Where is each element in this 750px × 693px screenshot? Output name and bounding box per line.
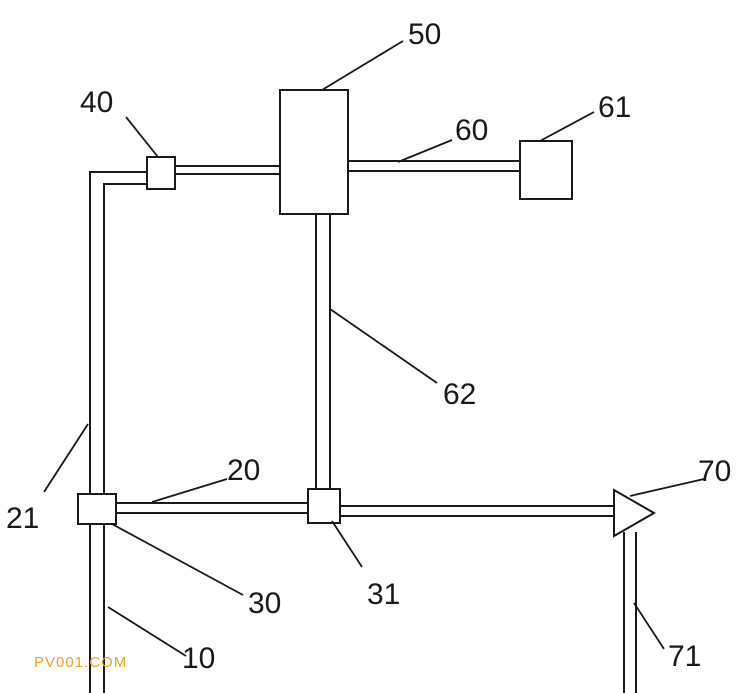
pipe-40-50	[175, 165, 280, 175]
label-21: 21	[6, 502, 39, 535]
pipe-62	[315, 214, 331, 489]
pipe-60	[348, 160, 520, 172]
label-62: 62	[443, 378, 476, 411]
leader-60	[397, 139, 453, 163]
label-30: 30	[248, 587, 281, 620]
component-50	[279, 89, 349, 215]
label-61: 61	[598, 91, 631, 124]
pipe-21	[89, 171, 147, 494]
leader-31	[331, 520, 363, 568]
pipe-71	[623, 532, 637, 693]
label-31: 31	[367, 578, 400, 611]
leader-40	[125, 116, 159, 158]
component-30	[77, 493, 117, 525]
leader-61	[539, 111, 595, 142]
leader-30	[111, 523, 244, 596]
pipe-31-70	[340, 505, 616, 517]
label-10: 10	[182, 642, 215, 675]
label-60: 60	[455, 114, 488, 147]
label-71: 71	[668, 640, 701, 673]
component-31	[307, 488, 341, 524]
leader-62	[329, 308, 438, 384]
leader-21	[43, 423, 89, 493]
pipe-10	[89, 524, 105, 693]
watermark: PV001.COM	[34, 654, 128, 671]
pipe-20	[116, 502, 308, 514]
component-61	[519, 140, 573, 200]
label-40: 40	[80, 86, 113, 119]
leader-50	[321, 40, 404, 91]
leader-70	[629, 478, 705, 497]
component-70	[613, 488, 657, 538]
leader-71	[633, 602, 665, 650]
leader-10	[107, 606, 187, 657]
label-70: 70	[698, 455, 731, 488]
component-40	[146, 156, 176, 190]
label-50: 50	[408, 18, 441, 51]
label-20: 20	[227, 454, 260, 487]
leader-20	[151, 478, 228, 503]
